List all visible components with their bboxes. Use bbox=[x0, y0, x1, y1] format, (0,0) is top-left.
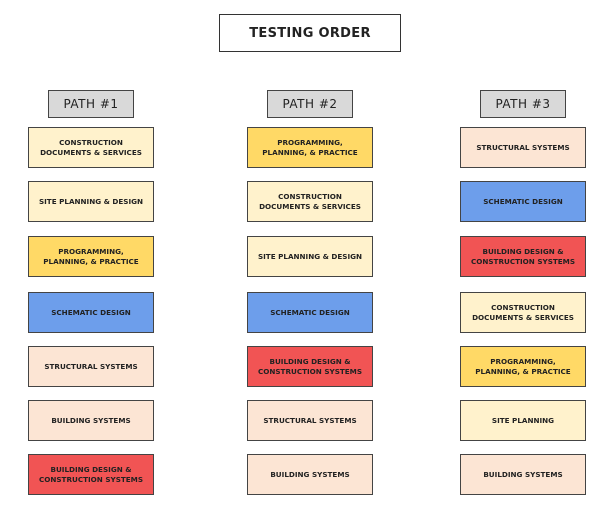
path-3-step-6: SITE PLANNING bbox=[460, 400, 586, 441]
path-1-step-7: BUILDING DESIGN & CONSTRUCTION SYSTEMS bbox=[28, 454, 154, 495]
path-3-step-4: CONSTRUCTION DOCUMENTS & SERVICES bbox=[460, 292, 586, 333]
path-3-header: PATH #3 bbox=[480, 90, 566, 118]
path-2-step-5: BUILDING DESIGN & CONSTRUCTION SYSTEMS bbox=[247, 346, 373, 387]
path-2-step-6: STRUCTURAL SYSTEMS bbox=[247, 400, 373, 441]
path-2-header: PATH #2 bbox=[267, 90, 353, 118]
path-1-step-5: STRUCTURAL SYSTEMS bbox=[28, 346, 154, 387]
path-2-step-3: SITE PLANNING & DESIGN bbox=[247, 236, 373, 277]
path-2-step-2: CONSTRUCTION DOCUMENTS & SERVICES bbox=[247, 181, 373, 222]
path-3-step-2: SCHEMATIC DESIGN bbox=[460, 181, 586, 222]
path-3-step-3: BUILDING DESIGN & CONSTRUCTION SYSTEMS bbox=[460, 236, 586, 277]
path-3-step-7: BUILDING SYSTEMS bbox=[460, 454, 586, 495]
path-1-step-6: BUILDING SYSTEMS bbox=[28, 400, 154, 441]
path-1-step-2: SITE PLANNING & DESIGN bbox=[28, 181, 154, 222]
path-2-step-1: PROGRAMMING, PLANNING, & PRACTICE bbox=[247, 127, 373, 168]
path-1-step-3: PROGRAMMING, PLANNING, & PRACTICE bbox=[28, 236, 154, 277]
path-1-step-4: SCHEMATIC DESIGN bbox=[28, 292, 154, 333]
path-2-step-4: SCHEMATIC DESIGN bbox=[247, 292, 373, 333]
diagram-title: TESTING ORDER bbox=[219, 14, 401, 52]
path-3-step-1: STRUCTURAL SYSTEMS bbox=[460, 127, 586, 168]
path-2-step-7: BUILDING SYSTEMS bbox=[247, 454, 373, 495]
path-1-step-1: CONSTRUCTION DOCUMENTS & SERVICES bbox=[28, 127, 154, 168]
path-1-header: PATH #1 bbox=[48, 90, 134, 118]
path-3-step-5: PROGRAMMING, PLANNING, & PRACTICE bbox=[460, 346, 586, 387]
